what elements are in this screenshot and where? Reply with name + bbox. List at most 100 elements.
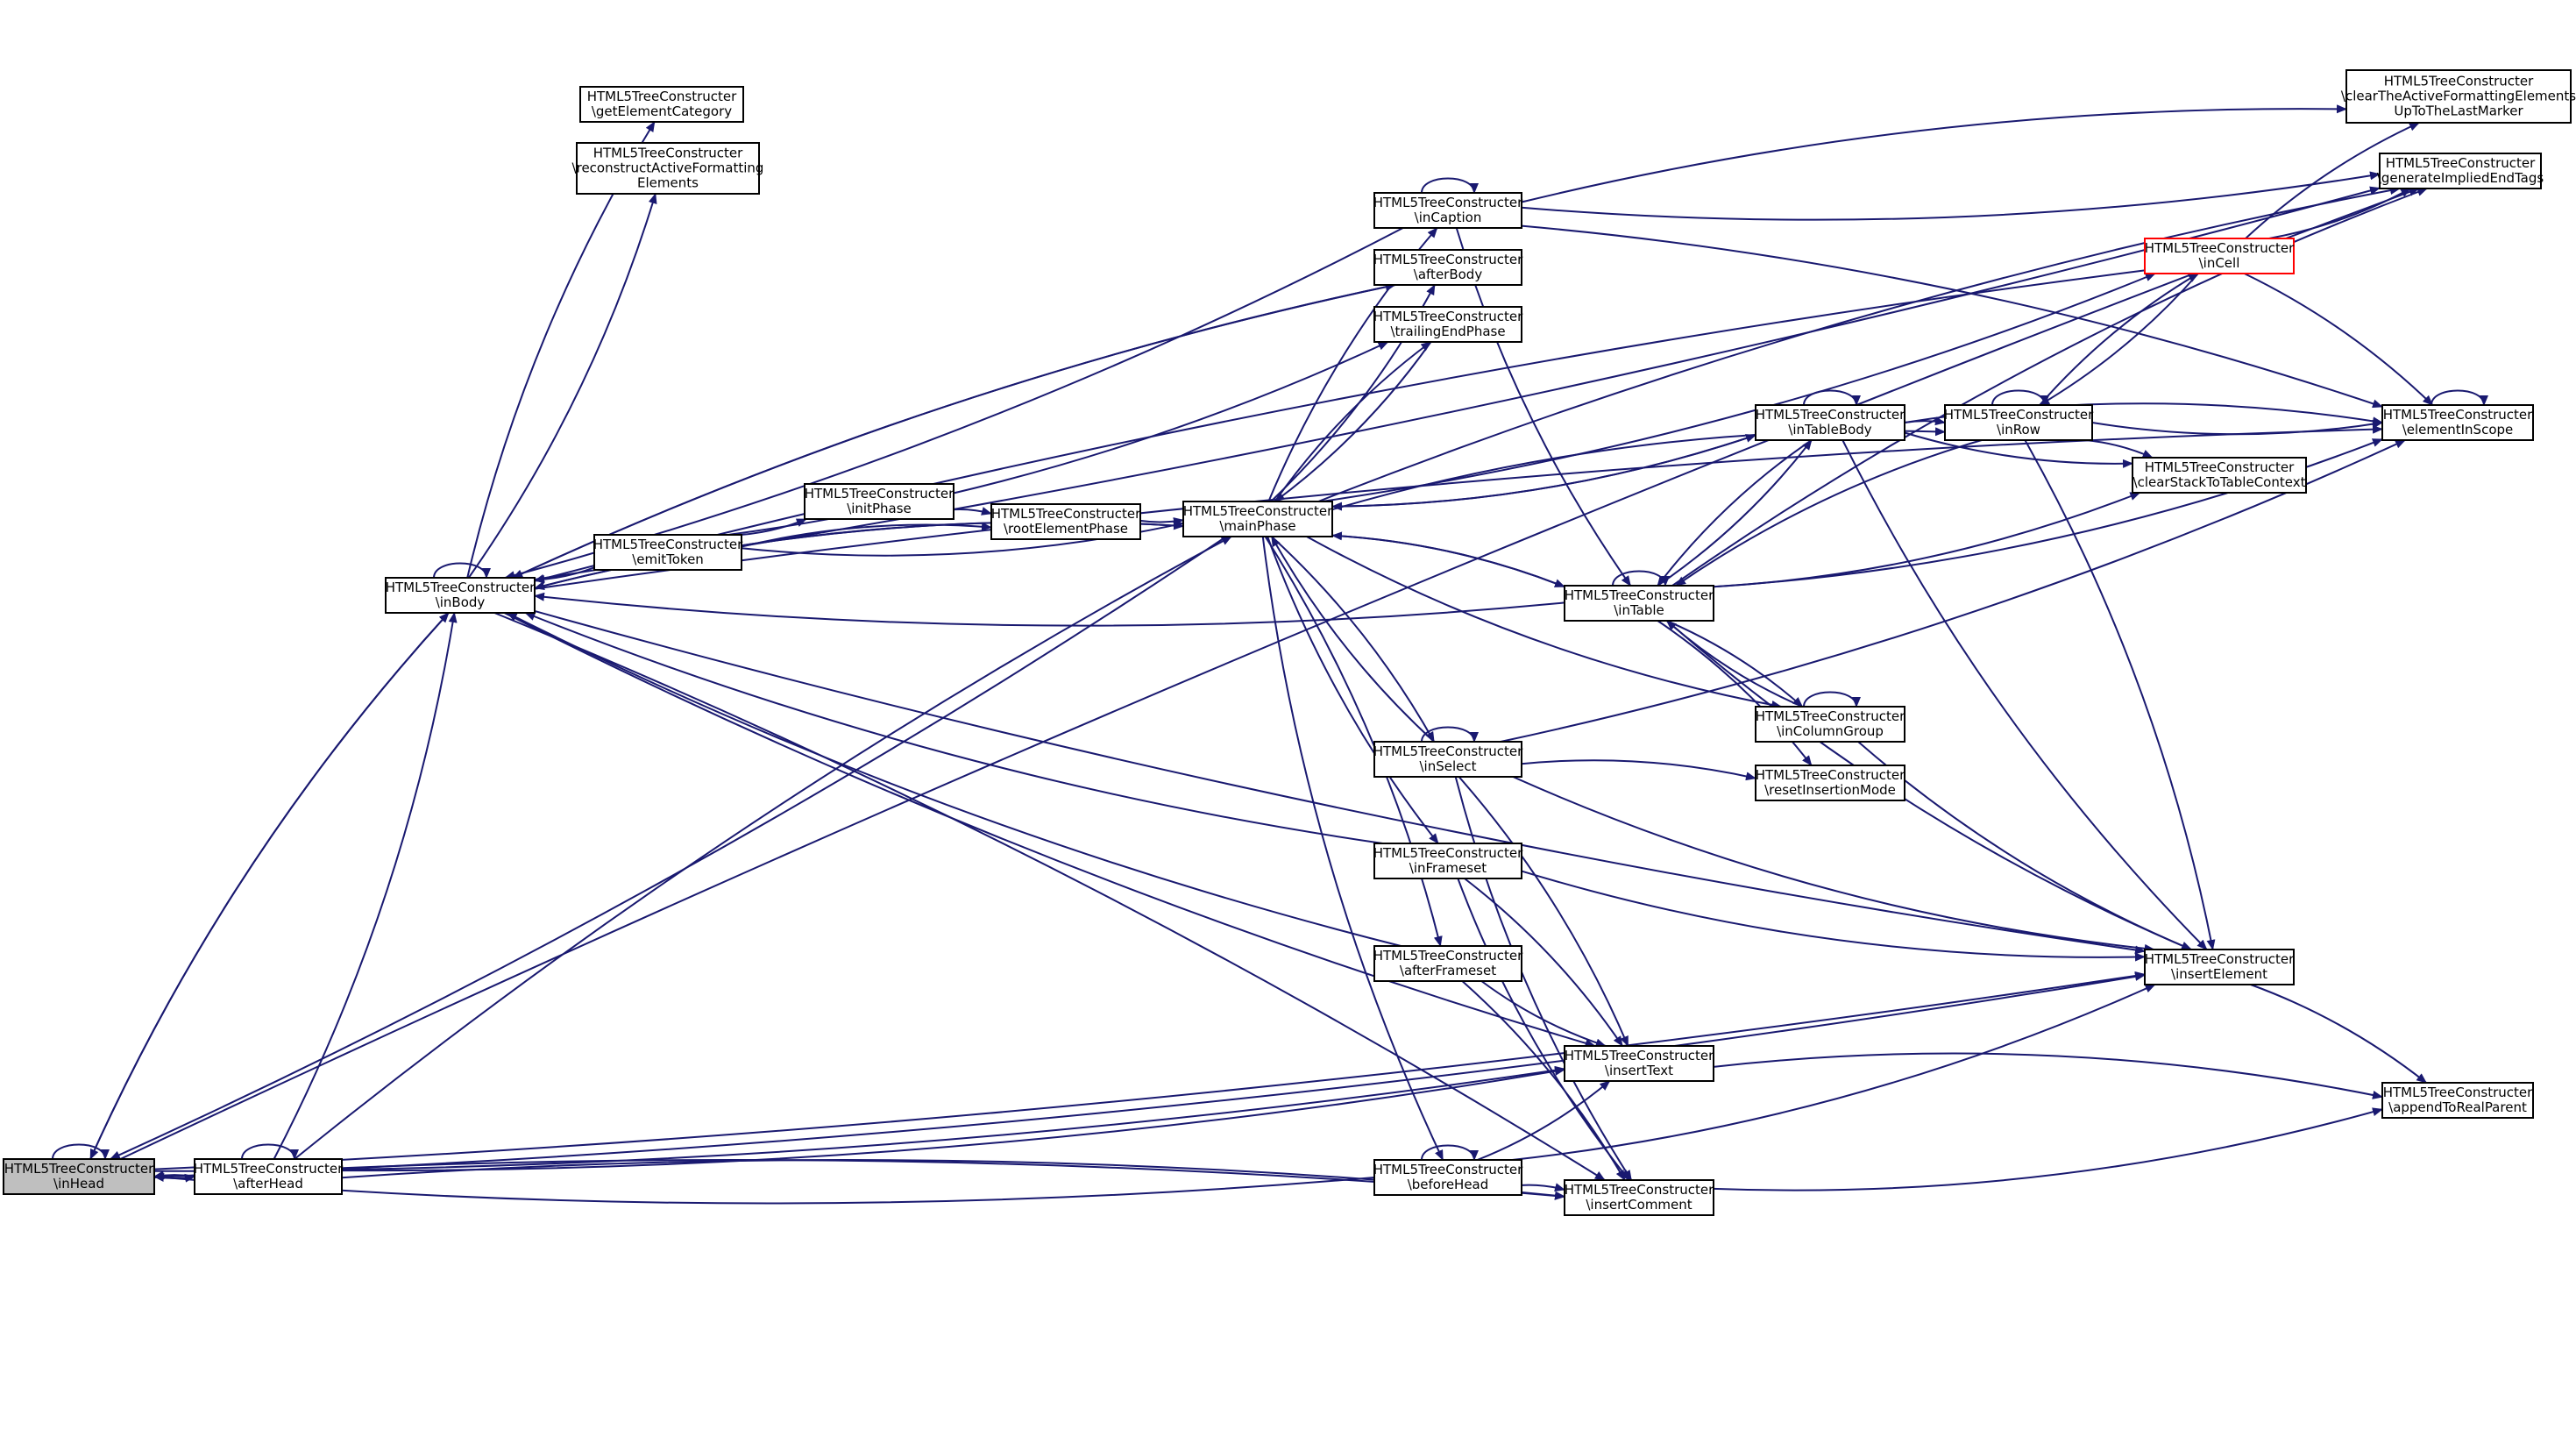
node-box (2144, 949, 2295, 985)
node-label: \trailingEndPhase (1390, 324, 1505, 339)
edge-inColumnGroup-to-inColumnGroup (1803, 691, 1861, 708)
edge-emitToken-to-initPhase (741, 518, 807, 536)
node-insertText[interactable]: HTML5TreeConstructer\insertText (1564, 1045, 1714, 1082)
edge-afterBody-to-inBody (512, 284, 1395, 579)
node-box (1373, 192, 1522, 229)
edge-inBody-to-generateImpliedEndTags (534, 186, 2381, 580)
node-label: HTML5TreeConstructer (2383, 407, 2533, 423)
edge-afterFrameset-to-inBody (506, 612, 1402, 947)
edge-mainPhase-to-trailingEndPhase (1274, 341, 1432, 502)
node-label: HTML5TreeConstructer (2145, 459, 2295, 475)
node-inHead[interactable]: HTML5TreeConstructer\inHead (3, 1158, 155, 1195)
node-label: \rootElementPhase (1004, 521, 1128, 537)
node-box (1564, 1179, 1714, 1216)
edge-inRow-to-elementInScope (2091, 419, 2383, 436)
edge-inFrameset-to-insertElement (1521, 870, 2146, 962)
edge-inSelect-to-resetInsertionMode (1521, 759, 1756, 781)
node-clearStackToTableContext[interactable]: HTML5TreeConstructer\clearStackToTableCo… (2132, 457, 2307, 494)
node-label: HTML5TreeConstructer (1373, 252, 1523, 267)
node-afterFrameset[interactable]: HTML5TreeConstructer\afterFrameset (1373, 945, 1523, 982)
node-label: HTML5TreeConstructer (1373, 743, 1523, 759)
node-emitToken[interactable]: HTML5TreeConstructer\emitToken (593, 534, 743, 571)
edge-inCell-to-generateImpliedEndTags (2268, 188, 2412, 239)
edge-inFrameset-to-insertText (1464, 878, 1623, 1047)
edge-inBody-to-inHead (89, 612, 450, 1160)
node-reconstructActiveFormattingElements[interactable]: HTML5TreeConstructer\reconstructActiveFo… (572, 142, 764, 195)
edge-afterHead-to-inBody (273, 612, 458, 1160)
node-label: HTML5TreeConstructer (1373, 845, 1523, 861)
node-afterHead[interactable]: HTML5TreeConstructer\afterHead (194, 1158, 344, 1195)
node-resetInsertionMode[interactable]: HTML5TreeConstructer\resetInsertionMode (1755, 765, 1905, 801)
edge-inCaption-to-generateImpliedEndTags (1521, 171, 2381, 221)
node-label: \reconstructActiveFormatting (572, 160, 764, 176)
node-label: HTML5TreeConstructer (1565, 1182, 1714, 1198)
node-inFrameset[interactable]: HTML5TreeConstructer\inFrameset (1373, 843, 1523, 879)
edge-beforeHead-to-beforeHead (1421, 1144, 1479, 1161)
node-afterBody[interactable]: HTML5TreeConstructer\afterBody (1373, 249, 1523, 286)
node-box (385, 577, 536, 614)
node-label: HTML5TreeConstructer (1756, 708, 1905, 724)
edge-afterHead-to-afterHead (241, 1143, 299, 1160)
edge-inHead-to-insertElement (153, 971, 2146, 1170)
edge-inSelect-to-mainPhase (1270, 536, 1435, 743)
edge-inTable-to-inTable (1612, 570, 1670, 587)
edge-afterHead-to-mainPhase (294, 536, 1232, 1160)
node-label: HTML5TreeConstructer (1373, 948, 1523, 964)
node-label: HTML5TreeConstructer (593, 146, 743, 161)
edge-inColumnGroup-to-insertElement (1857, 741, 2192, 950)
edge-inHead-to-inHead (52, 1143, 110, 1160)
edge-inTable-to-inBody (534, 592, 1565, 627)
node-clearTheActiveFormattingElementsUpToTheLastMarker[interactable]: HTML5TreeConstructer\clearTheActiveForma… (2341, 69, 2576, 124)
edge-emitToken-to-rootElementPhase (741, 522, 992, 548)
node-inColumnGroup[interactable]: HTML5TreeConstructer\inColumnGroup (1755, 706, 1905, 743)
node-inBody[interactable]: HTML5TreeConstructer\inBody (385, 577, 536, 614)
node-box (1373, 306, 1522, 343)
node-inCell[interactable]: HTML5TreeConstructer\inCell (2144, 238, 2295, 274)
node-getElementCategory[interactable]: HTML5TreeConstructer\getElementCategory (579, 86, 744, 123)
node-label: HTML5TreeConstructer (386, 580, 536, 595)
node-inSelect[interactable]: HTML5TreeConstructer\inSelect (1373, 741, 1523, 778)
edge-inHead-to-insertText (153, 1065, 1565, 1172)
node-mainPhase[interactable]: HTML5TreeConstructer\mainPhase (1182, 501, 1333, 537)
node-initPhase[interactable]: HTML5TreeConstructer\initPhase (804, 483, 954, 520)
node-label: \inColumnGroup (1777, 723, 1884, 739)
node-label: \initPhase (847, 501, 912, 516)
node-label: UpToTheLastMarker (2394, 103, 2523, 119)
edge-beforeHead-to-insertText (1477, 1080, 1611, 1161)
edge-inTableBody-to-inTable (1657, 439, 1813, 587)
node-label: HTML5TreeConstructer (2384, 74, 2534, 89)
node-inCaption[interactable]: HTML5TreeConstructer\inCaption (1373, 192, 1523, 229)
node-label: \insertComment (1586, 1197, 1692, 1213)
edge-afterFrameset-to-insertText (1480, 980, 1607, 1048)
node-rootElementPhase[interactable]: HTML5TreeConstructer\rootElementPhase (990, 503, 1141, 540)
node-box (2381, 404, 2534, 441)
node-label: HTML5TreeConstructer (194, 1161, 344, 1177)
node-elementInScope[interactable]: HTML5TreeConstructer\elementInScope (2381, 404, 2534, 441)
edge-inBody-to-reconstructActiveFormattingElements (467, 193, 657, 579)
edge-mainPhase-to-inHead (109, 536, 1227, 1160)
node-box (1373, 945, 1522, 982)
node-appendToRealParent[interactable]: HTML5TreeConstructer\appendToRealParent (2381, 1082, 2534, 1119)
edge-elementInScope-to-elementInScope (2431, 389, 2488, 406)
node-generateImpliedEndTags[interactable]: HTML5TreeConstructer\generateImpliedEndT… (2377, 153, 2544, 189)
node-box (1373, 741, 1522, 778)
edge-inCell-to-clearTheActiveFormattingElementsUpToTheLastMarker (2245, 122, 2420, 239)
node-label: \inCaption (1415, 210, 1482, 225)
node-label: \inRow (1997, 422, 2040, 437)
edge-inTable-to-mainPhase (1331, 531, 1565, 588)
edge-inSelect-to-insertText (1458, 776, 1629, 1047)
node-label: \mainPhase (1219, 518, 1295, 534)
edge-inTableBody-to-insertElement (1842, 439, 2208, 950)
node-insertComment[interactable]: HTML5TreeConstructer\insertComment (1564, 1179, 1714, 1216)
node-insertElement[interactable]: HTML5TreeConstructer\insertElement (2144, 949, 2295, 985)
edge-mainPhase-to-inColumnGroup (1306, 536, 1783, 709)
node-label: HTML5TreeConstructer (1373, 195, 1523, 210)
edge-inBody-to-insertComment (493, 612, 1606, 1181)
node-label: \inCell (2199, 255, 2240, 271)
node-inTableBody[interactable]: HTML5TreeConstructer\inTableBody (1755, 404, 1905, 441)
node-inTable[interactable]: HTML5TreeConstructer\inTable (1564, 585, 1714, 622)
node-trailingEndPhase[interactable]: HTML5TreeConstructer\trailingEndPhase (1373, 306, 1523, 343)
node-beforeHead[interactable]: HTML5TreeConstructer\beforeHead (1373, 1159, 1523, 1196)
node-inRow[interactable]: HTML5TreeConstructer\inRow (1944, 404, 2094, 441)
edge-inTableBody-to-inTableBody (1803, 389, 1861, 406)
